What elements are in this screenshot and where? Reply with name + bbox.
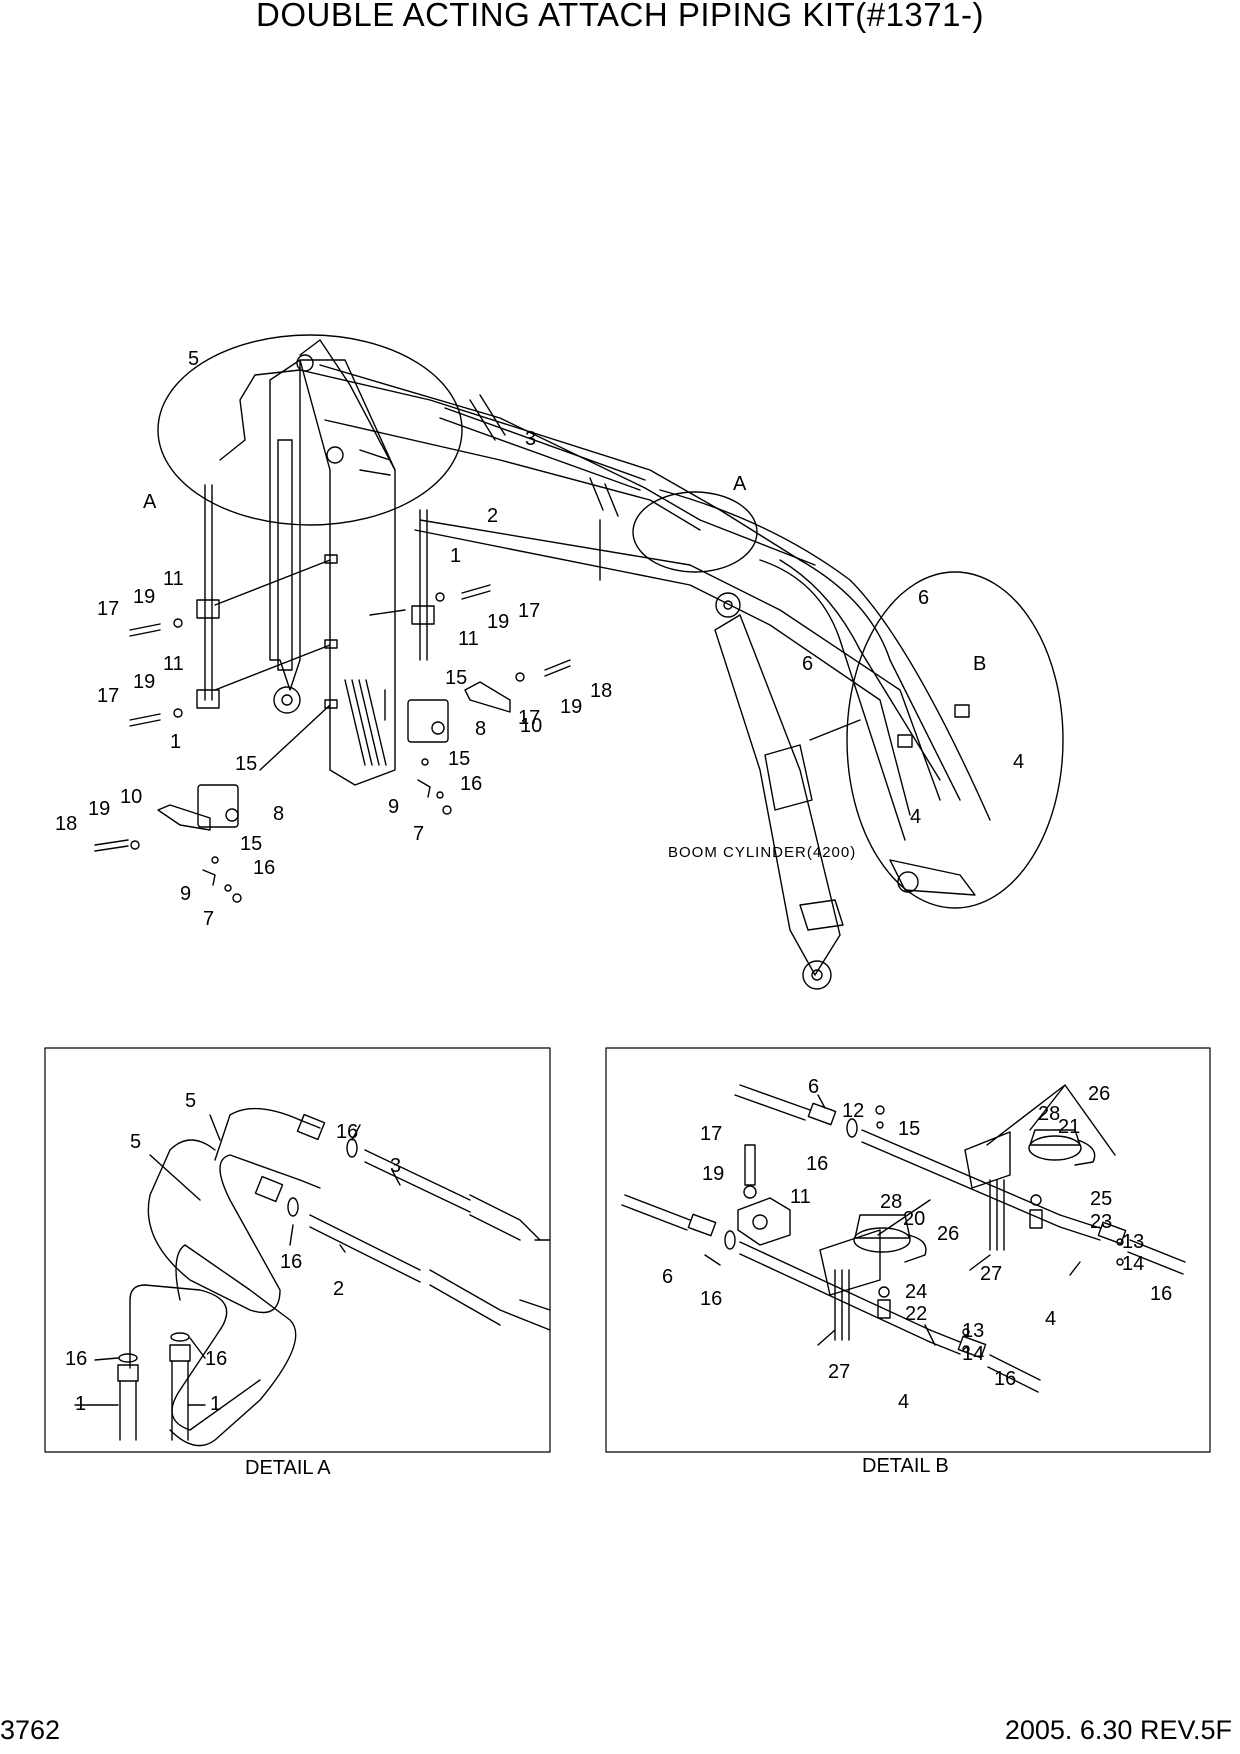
detail-b-label: 28 — [880, 1191, 902, 1213]
callout-label: 3 — [525, 428, 536, 450]
callout-label: 16 — [460, 773, 482, 795]
detail-a-label: 16 — [205, 1348, 227, 1370]
detail-b-labels: 6 12 15 28 26 17 21 16 19 11 28 20 25 23… — [662, 1076, 1172, 1413]
callout-label: A — [733, 473, 747, 495]
callout-label: 19 — [487, 611, 509, 633]
detail-a-label: 5 — [185, 1090, 196, 1112]
detail-b-label: 23 — [1090, 1211, 1112, 1233]
detail-a-label: 16 — [65, 1348, 87, 1370]
detail-a-label: 2 — [333, 1278, 344, 1300]
callout-label: 19 — [88, 798, 110, 820]
callout-label: 10 — [120, 786, 142, 808]
page-number: 3762 — [0, 1715, 61, 1745]
detail-b-label: 17 — [700, 1123, 722, 1145]
boom-cylinder-note: BOOM CYLINDER(4200) — [668, 844, 856, 861]
callout-label: 1 — [170, 731, 181, 753]
callout-label: 10 — [520, 715, 542, 737]
detail-b-label: 16 — [700, 1288, 722, 1310]
callout-label: 15 — [445, 667, 467, 689]
callout-label: 19 — [133, 586, 155, 608]
detail-b-label: 16 — [1150, 1283, 1172, 1305]
detail-b-label: 25 — [1090, 1188, 1112, 1210]
callout-label: 15 — [240, 833, 262, 855]
detail-a-label: 16 — [336, 1121, 358, 1143]
detail-b-label: 6 — [808, 1076, 819, 1098]
detail-b-label: 12 — [842, 1100, 864, 1122]
callout-label: 6 — [918, 587, 929, 609]
detail-b-panel — [605, 1047, 1211, 1453]
callout-label: 19 — [133, 671, 155, 693]
detail-b-label: 20 — [903, 1208, 925, 1230]
detail-b-caption: DETAIL B — [862, 1455, 949, 1477]
detail-b-label: 11 — [790, 1186, 811, 1208]
detail-b-label: 16 — [994, 1368, 1016, 1390]
callout-label: 7 — [203, 908, 214, 930]
detail-b-label: 26 — [937, 1223, 959, 1245]
callout-label: 15 — [448, 748, 470, 770]
callout-label: 8 — [273, 803, 284, 825]
revision-date: 2005. 6.30 REV.5F — [1004, 1715, 1232, 1745]
detail-a-caption: DETAIL A — [245, 1457, 331, 1479]
detail-b-label: 21 — [1058, 1116, 1080, 1138]
detail-a-panel — [44, 1047, 551, 1453]
detail-b-label: 4 — [898, 1391, 909, 1413]
detail-a-label: 5 — [130, 1131, 141, 1153]
detail-b-label: 15 — [898, 1118, 920, 1140]
callout-label: 15 — [235, 753, 257, 775]
detail-b-label: 27 — [828, 1361, 850, 1383]
exploded-parts-middle — [407, 584, 571, 815]
detail-b-label: 24 — [905, 1281, 927, 1303]
callout-label: 17 — [518, 600, 540, 622]
callout-label: 1 — [450, 545, 461, 567]
callout-label: 5 — [188, 348, 199, 370]
detail-b-label: 4 — [1045, 1308, 1056, 1330]
callout-label: 8 — [475, 718, 486, 740]
exploded-parts-left — [94, 599, 242, 903]
detail-b-label: 28 — [1038, 1103, 1060, 1125]
detail-a-labels: 5 5 16 3 16 2 16 16 1 1 — [65, 1090, 401, 1415]
detail-b-label: 13 — [962, 1320, 984, 1342]
callout-label: 17 — [97, 685, 119, 707]
callout-label: B — [973, 653, 986, 675]
callout-label: 9 — [180, 883, 191, 905]
callout-label: A — [143, 491, 157, 513]
callout-label: 4 — [1013, 751, 1024, 773]
callout-label: 17 — [97, 598, 119, 620]
callout-label: 2 — [487, 505, 498, 527]
page-title: DOUBLE ACTING ATTACH PIPING KIT(#1371-) — [256, 0, 984, 33]
detail-b-label: 22 — [905, 1303, 927, 1325]
callout-label: 7 — [413, 823, 424, 845]
callout-label: 11 — [163, 568, 184, 590]
callout-label: 17 — [518, 707, 540, 729]
detail-a-label: 16 — [280, 1251, 302, 1273]
detail-a-label: 1 — [210, 1393, 221, 1415]
callout-label: 4 — [910, 806, 921, 828]
callout-label: 18 — [55, 813, 77, 835]
callout-label: 16 — [253, 857, 275, 879]
main-callouts: 5 A 3 2 A 1 11 19 17 17 19 11 6 6 B 17 1… — [55, 348, 1024, 930]
detail-b-label: 6 — [662, 1266, 673, 1288]
detail-a-label: 1 — [75, 1393, 86, 1415]
callout-label: 9 — [388, 796, 399, 818]
boom-arm-assembly — [157, 334, 1064, 990]
callout-label: 19 — [560, 696, 582, 718]
callout-label: 18 — [590, 680, 612, 702]
detail-b-label: 26 — [1088, 1083, 1110, 1105]
detail-b-label: 16 — [806, 1153, 828, 1175]
detail-b-label: 13 — [1122, 1231, 1144, 1253]
callout-label: 6 — [802, 653, 813, 675]
detail-b-label: 14 — [1122, 1253, 1144, 1275]
detail-a-label: 3 — [390, 1155, 401, 1177]
callout-label: 11 — [163, 653, 184, 675]
detail-b-label: 19 — [702, 1163, 724, 1185]
callout-label: 11 — [458, 628, 479, 650]
detail-b-label: 14 — [962, 1343, 984, 1365]
detail-b-label: 27 — [980, 1263, 1002, 1285]
